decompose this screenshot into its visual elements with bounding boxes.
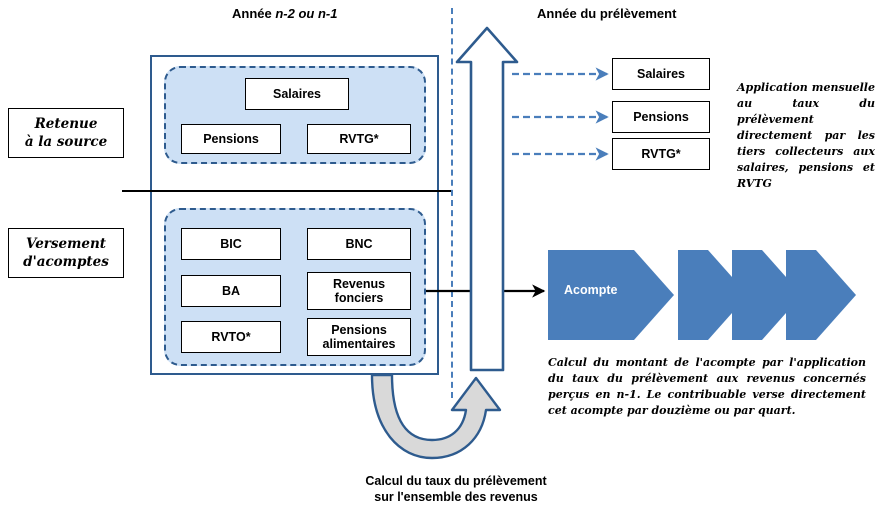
label-versement-acomptes: Versement d'acomptes [8, 228, 124, 278]
box-revenus-fonciers: Revenus fonciers [307, 272, 411, 310]
box-rvtg-left: RVTG* [307, 124, 411, 154]
label-acomptes-line1: Versement [25, 235, 107, 252]
chevron-acompte-label: Acompte [564, 283, 618, 297]
bottom-caption-line2: sur l'ensemble des revenus [374, 490, 538, 505]
box-pensions-alimentaires: Pensions alimentaires [307, 318, 411, 356]
label-acomptes-line2: d'acomptes [23, 254, 109, 270]
bottom-caption-line1: Calcul du taux du prélèvement [365, 474, 547, 488]
chevron-4 [786, 250, 856, 340]
label-retenue-a-la-source: Retenue à la source [8, 108, 124, 158]
big-upward-block-arrow [455, 26, 519, 372]
horizontal-divider-line [122, 190, 452, 192]
label-retenue-line2: à la source [24, 134, 108, 150]
curved-feedback-arrow [370, 373, 502, 460]
column-title-right: Année du prélèvement [537, 6, 677, 21]
column-title-left-prefix: Année [232, 6, 276, 21]
column-title-left-italic: n-2 ou n-1 [275, 6, 338, 21]
box-rvtg-right: RVTG* [612, 138, 710, 170]
annotation-acompte-description: Calcul du montant de l'acompte par l'app… [548, 356, 866, 417]
box-pensions-left: Pensions [181, 124, 281, 154]
acompte-chevron-sequence: Acompte [548, 250, 868, 340]
column-title-left: Année n-2 ou n-1 [232, 6, 337, 21]
year-divider-dashed-line [451, 8, 453, 398]
year-n-frame [150, 55, 439, 375]
box-salaires-right: Salaires [612, 58, 710, 90]
box-rvto: RVTO* [181, 321, 281, 353]
box-salaires-left: Salaires [245, 78, 349, 110]
label-retenue-line1: Retenue [34, 115, 98, 132]
box-bic: BIC [181, 228, 281, 260]
box-pensions-right: Pensions [612, 101, 710, 133]
bottom-caption: Calcul du taux du prélèvement sur l'ense… [318, 473, 594, 506]
box-ba: BA [181, 275, 281, 307]
annotation-retenue-description: Application mensuelle au taux du prélève… [737, 81, 875, 190]
box-bnc: BNC [307, 228, 411, 260]
